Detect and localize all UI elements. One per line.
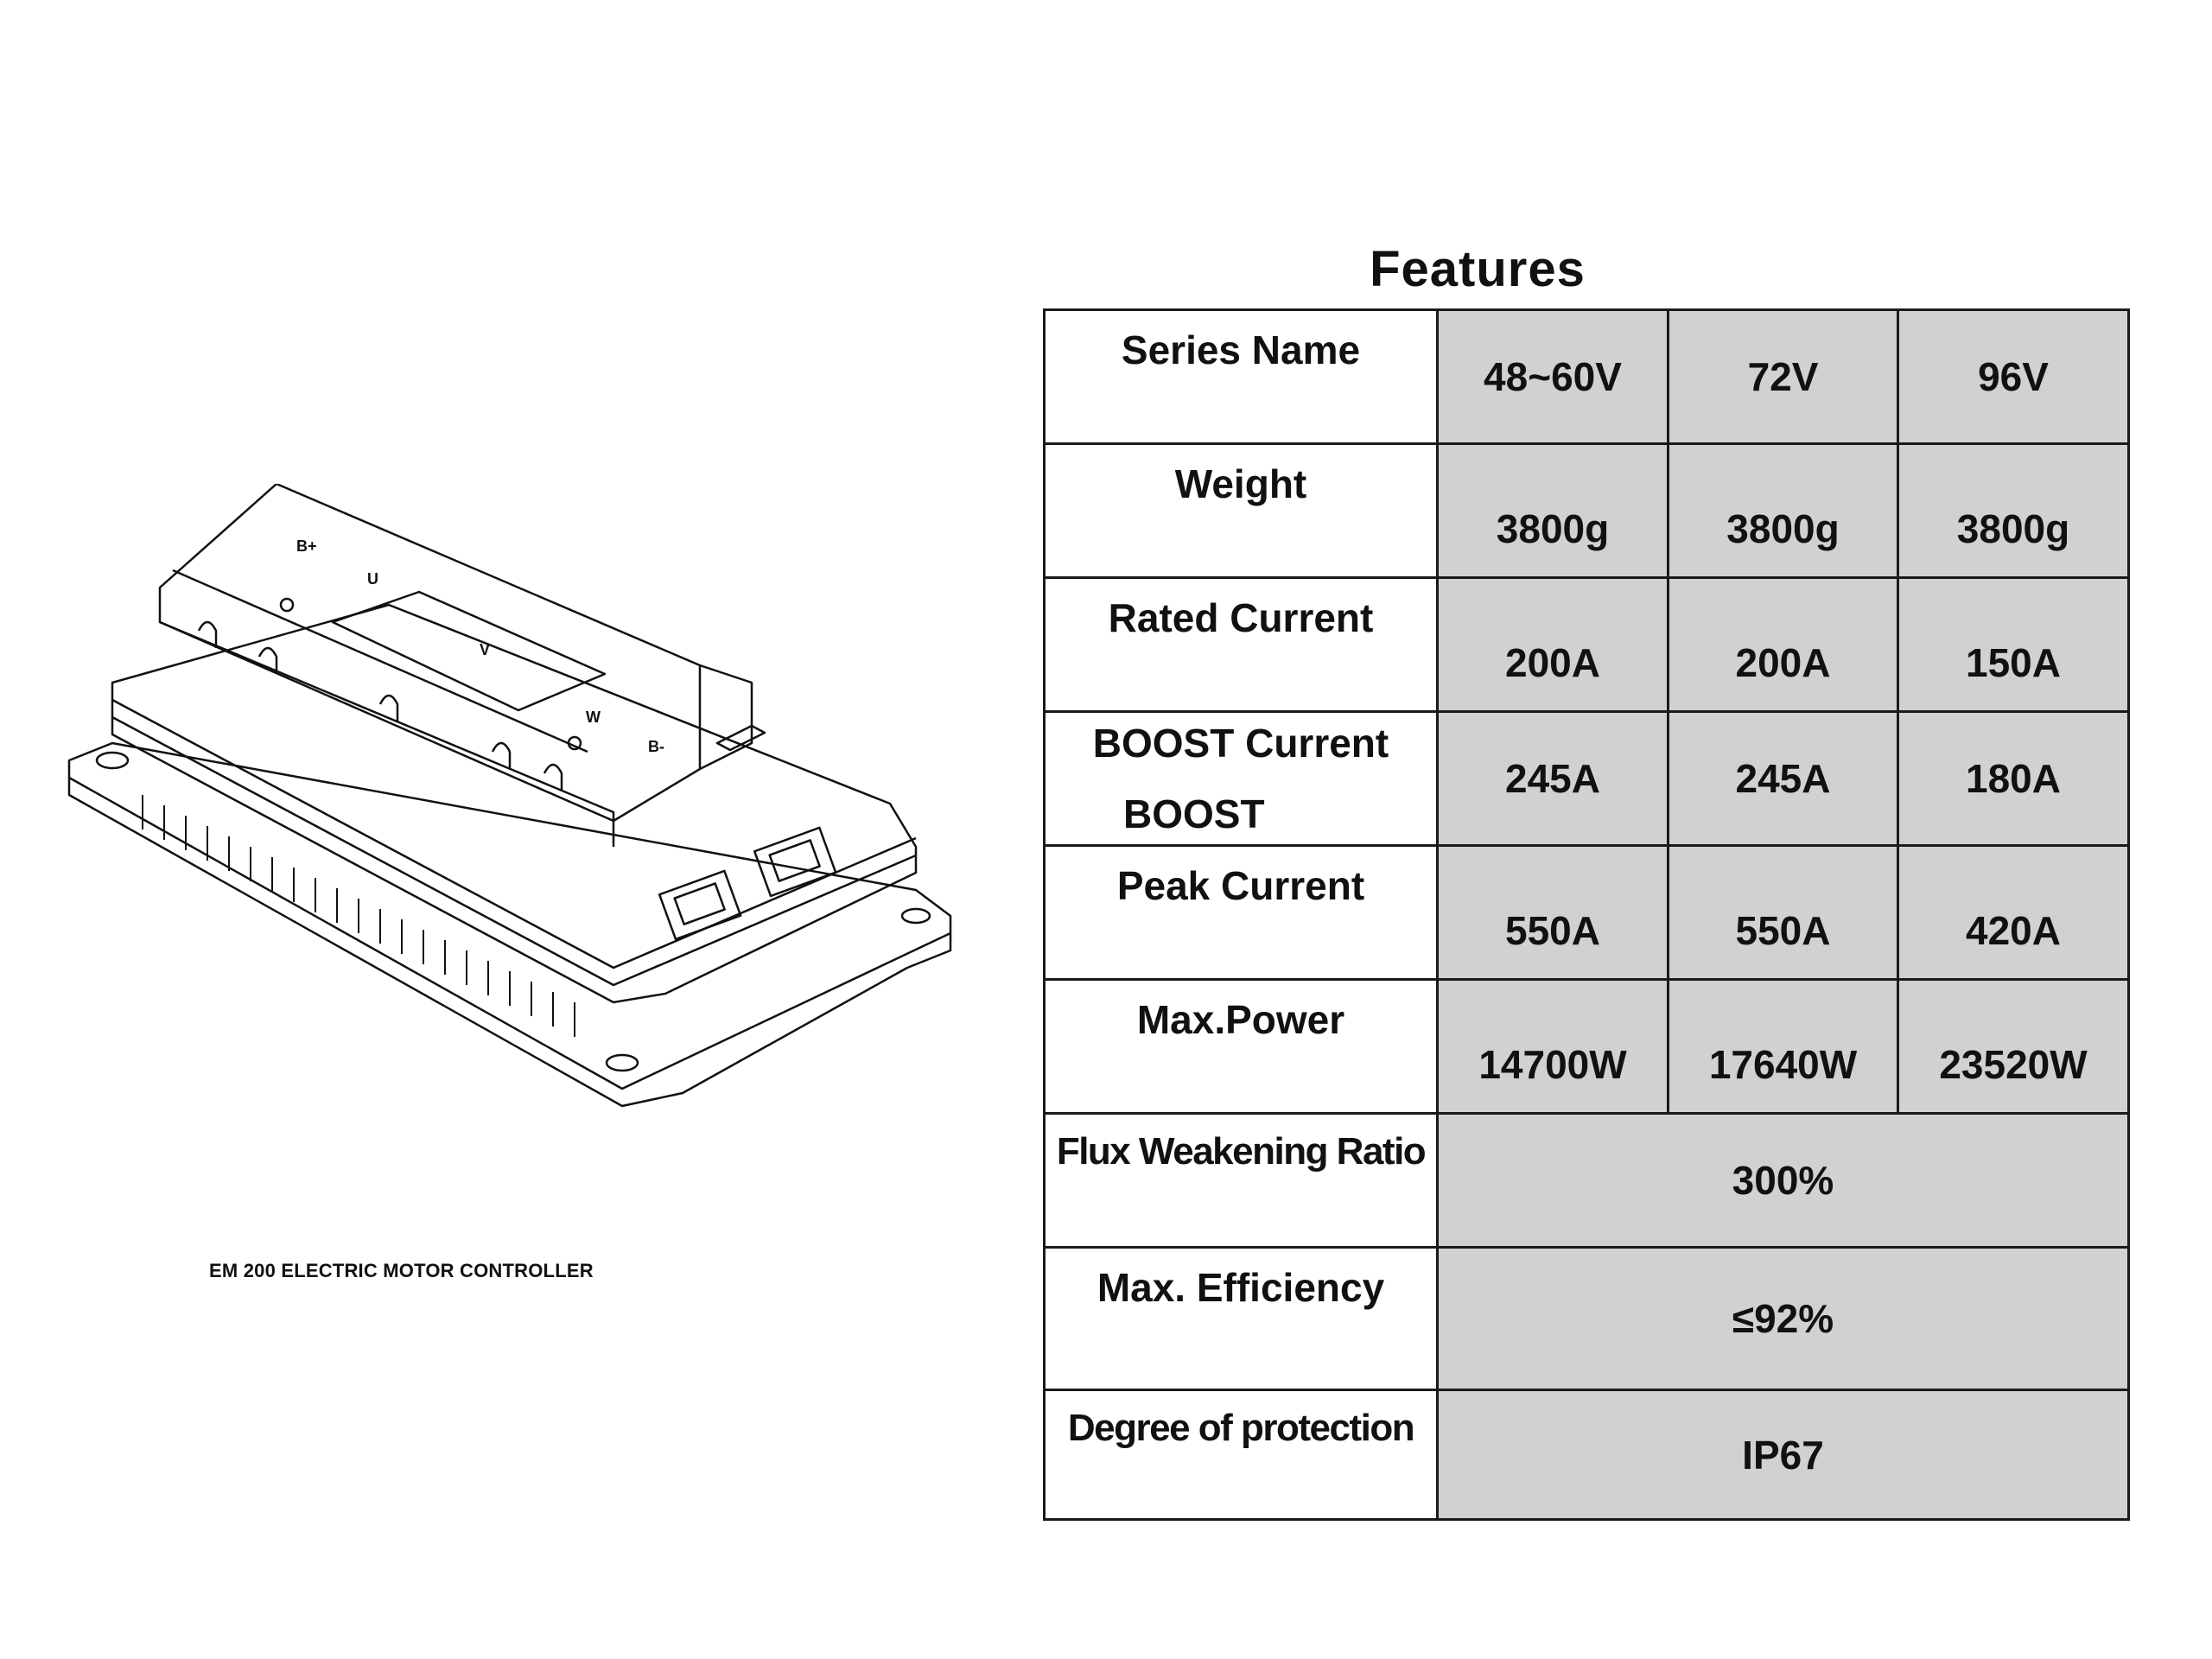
table-row: BOOST Current BOOST 245A 245A 180A xyxy=(1043,710,2130,847)
terminal-label-u: U xyxy=(367,570,378,588)
table-cell: 245A xyxy=(1667,710,1899,847)
table-cell: 3800g xyxy=(1667,442,1899,579)
table-row: Series Name 48~60V 72V 96V xyxy=(1043,308,2130,445)
row-label: BOOST Current xyxy=(1092,721,1389,766)
features-title: Features xyxy=(1370,241,1586,297)
terminal-label-v: V xyxy=(480,641,490,658)
table-cell: 180A xyxy=(1897,710,2130,847)
row-label: Peak Current xyxy=(1043,844,1439,981)
table-row: Degree of protection IP67 xyxy=(1043,1389,2130,1521)
table-cell: IP67 xyxy=(1436,1389,2130,1521)
row-label: Weight xyxy=(1043,442,1439,579)
table-cell: 3800g xyxy=(1897,442,2130,579)
table-cell: 150A xyxy=(1897,576,2130,713)
table-row: Flux Weakening Ratio 300% xyxy=(1043,1112,2130,1249)
motor-controller-drawing: B+ U V W B- xyxy=(67,484,952,1108)
row-label: Degree of protection xyxy=(1043,1389,1439,1521)
terminal-label-bminus: B- xyxy=(648,738,664,755)
terminal-label-bplus: B+ xyxy=(296,537,317,555)
table-cell: 3800g xyxy=(1436,442,1669,579)
table-cell: 300% xyxy=(1436,1112,2130,1249)
table-row: Max. Efficiency ≤92% xyxy=(1043,1246,2130,1391)
table-cell: 48~60V xyxy=(1436,308,1669,445)
row-label: Series Name xyxy=(1043,308,1439,445)
table-cell: 550A xyxy=(1436,844,1669,981)
table-row: Weight 3800g 3800g 3800g xyxy=(1043,442,2130,579)
table-cell: 14700W xyxy=(1436,978,1669,1115)
table-cell: ≤92% xyxy=(1436,1246,2130,1391)
table-cell: 245A xyxy=(1436,710,1669,847)
row-label: Flux Weakening Ratio xyxy=(1043,1112,1439,1249)
row-label: Max. Efficiency xyxy=(1043,1246,1439,1391)
row-label: Max.Power xyxy=(1043,978,1439,1115)
row-label-secondary: BOOST xyxy=(1123,791,1265,836)
table-cell: 72V xyxy=(1667,308,1899,445)
table-cell: 200A xyxy=(1436,576,1669,713)
table-cell: 200A xyxy=(1667,576,1899,713)
table-cell: 96V xyxy=(1897,308,2130,445)
table-row: Rated Current 200A 200A 150A xyxy=(1043,576,2130,713)
table-cell: 550A xyxy=(1667,844,1899,981)
terminal-label-w: W xyxy=(586,709,601,726)
table-cell: 17640W xyxy=(1667,978,1899,1115)
row-label-boost: BOOST Current BOOST xyxy=(1043,710,1439,847)
table-row: Peak Current 550A 550A 420A xyxy=(1043,844,2130,981)
table-cell: 23520W xyxy=(1897,978,2130,1115)
table-cell: 420A xyxy=(1897,844,2130,981)
row-label: Rated Current xyxy=(1043,576,1439,713)
table-row: Max.Power 14700W 17640W 23520W xyxy=(1043,978,2130,1115)
product-caption: EM 200 ELECTRIC MOTOR CONTROLLER xyxy=(209,1260,594,1281)
features-table: Series Name 48~60V 72V 96V Weight 3800g … xyxy=(1043,308,2130,1521)
